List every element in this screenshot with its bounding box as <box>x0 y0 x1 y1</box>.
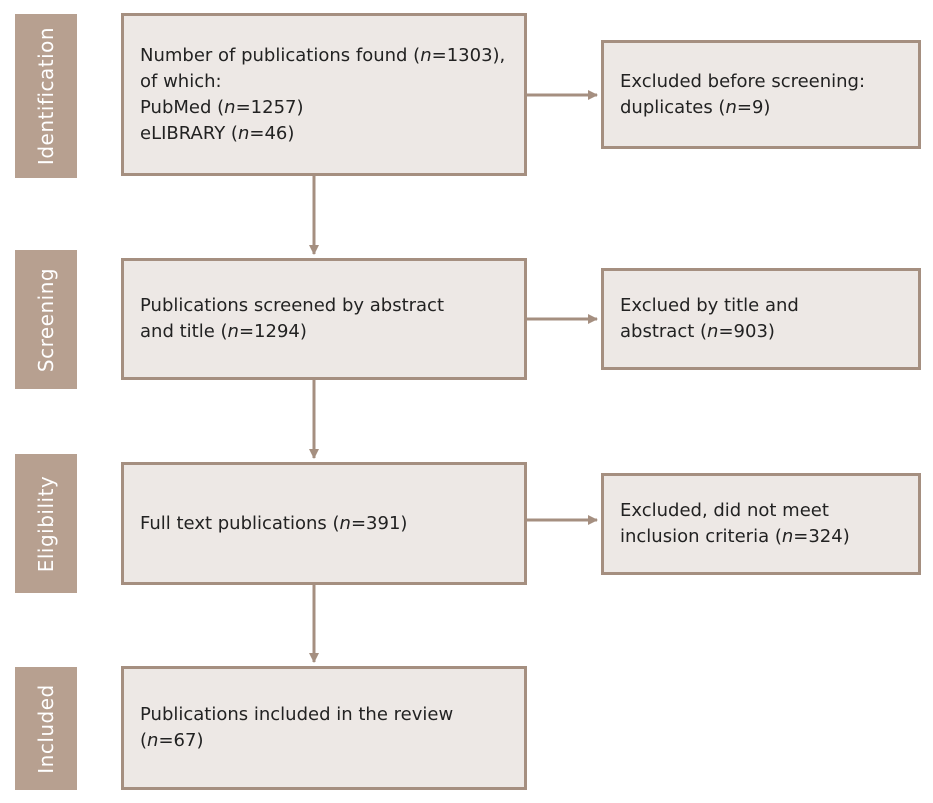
stage-included: Included <box>15 667 77 790</box>
elibrary-count-line: eLIBRARY (n=46) <box>140 122 295 144</box>
stage-screening: Screening <box>15 250 77 389</box>
excluded-duplicates-line-1: Excluded before screening: <box>620 70 866 92</box>
eligibility-box: Full text publications (n=391) <box>121 462 527 585</box>
excluded-duplicates-box: Excluded before screening: duplicates (n… <box>601 40 921 149</box>
included-line-1: Publications included in the review <box>140 704 454 725</box>
excluded-criteria-line-1: Excluded, did not meet <box>620 500 829 521</box>
stage-eligibility: Eligibility <box>15 454 77 593</box>
publications-found-line: Number of publications found (n=1303), <box>140 44 506 66</box>
excluded-title-abstract-line-2: abstract (n=903) <box>620 321 775 342</box>
included-line-2: (n=67) <box>140 730 204 751</box>
excluded-title-abstract-box: Exclued by title and abstract (n=903) <box>601 268 921 370</box>
excluded-criteria-line-2: inclusion criteria (n=324) <box>620 526 850 547</box>
excluded-title-abstract-line-1: Exclued by title and <box>620 295 799 316</box>
of-which-line: of which: <box>140 70 222 92</box>
pubmed-count-line: PubMed (n=1257) <box>140 96 304 118</box>
identification-box: Number of publications found (n=1303), o… <box>121 13 527 176</box>
full-text-line: Full text publications (n=391) <box>140 512 408 534</box>
excluded-criteria-box: Excluded, did not meet inclusion criteri… <box>601 473 921 575</box>
excluded-duplicates-line-2: duplicates (n=9) <box>620 96 771 118</box>
screening-line-2: and title (n=1294) <box>140 321 307 342</box>
included-box: Publications included in the review (n=6… <box>121 666 527 790</box>
screening-line-1: Publications screened by abstract <box>140 295 445 316</box>
stage-identification: Identification <box>15 14 77 178</box>
screening-box: Publications screened by abstract and ti… <box>121 258 527 380</box>
